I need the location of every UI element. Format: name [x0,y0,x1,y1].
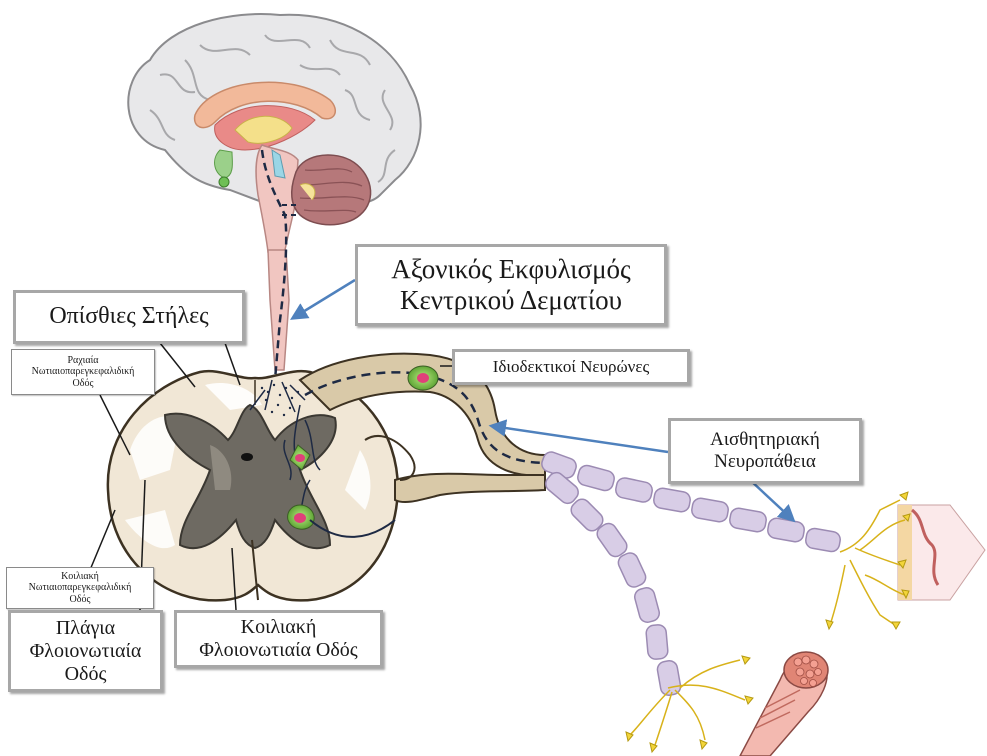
label-ventral-spinocerebellar-text: Κοιλιακή Νωτιαιοπαρεγκεφαλιδική Οδός [29,571,132,606]
muscle-icon [626,652,828,756]
skin-icon [826,492,985,629]
cerebellum-icon [292,155,371,225]
label-axonal-degeneration-text: Αξονικός Εκφυλισμός Κεντρικού Δεματίου [391,254,631,316]
label-proprioceptive-neurons: Ιδιοδεκτικοί Νευρώνες [452,349,690,385]
label-dorsal-spinocerebellar: Ραχιαία Νωτιαιοπαρεγκεφαλιδική Οδός [11,349,155,395]
label-lateral-corticospinal: Πλάγια Φλοιονωτιαία Οδός [8,610,163,692]
arrow-degeneration [293,280,355,318]
label-dorsal-columns: Οπίσθιες Στήλες [13,290,245,344]
label-ventral-corticospinal-text: Κοιλιακή Φλοιονωτιαία Οδός [199,616,357,662]
label-ventral-corticospinal: Κοιλιακή Φλοιονωτιαία Οδός [174,610,383,668]
label-sensory-neuropathy-text: Αισθητηριακή Νευροπάθεια [710,429,820,473]
label-lateral-corticospinal-text: Πλάγια Φλοιονωτιαία Οδός [30,617,142,686]
label-axonal-degeneration: Αξονικός Εκφυλισμός Κεντρικού Δεματίου [355,244,667,326]
label-dorsal-spinocerebellar-text: Ραχιαία Νωτιαιοπαρεγκεφαλιδική Οδός [32,355,135,390]
label-proprioceptive-neurons-text: Ιδιοδεκτικοί Νευρώνες [493,357,649,377]
label-sensory-neuropathy: Αισθητηριακή Νευροπάθεια [668,418,862,484]
spinal-cord-icon [108,371,398,600]
label-dorsal-columns-text: Οπίσθιες Στήλες [49,303,208,331]
label-ventral-spinocerebellar: Κοιλιακή Νωτιαιοπαρεγκεφαλιδική Οδός [6,567,154,609]
